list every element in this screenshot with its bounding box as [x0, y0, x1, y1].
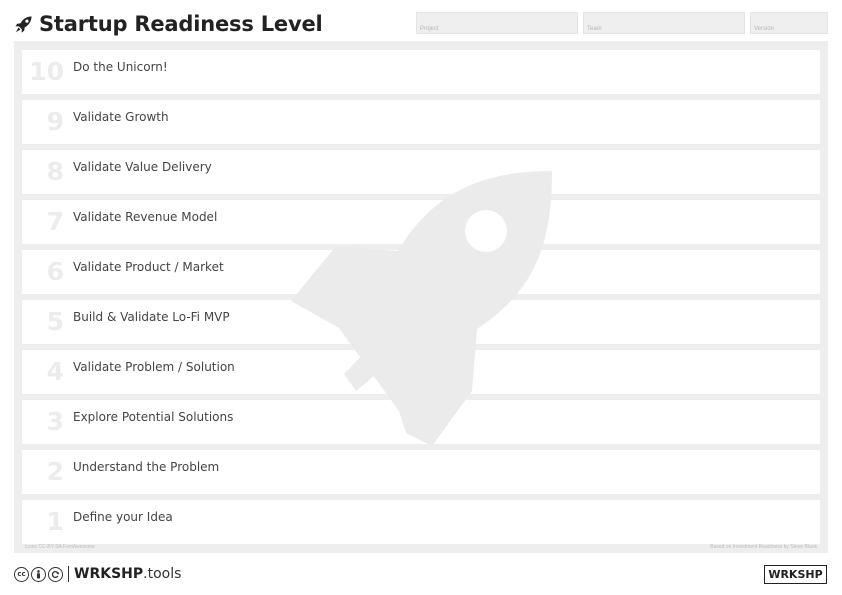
rocket-watermark-icon	[291, 171, 552, 446]
cc-icon: cc	[14, 566, 29, 582]
level-label: Explore Potential Solutions	[73, 410, 234, 424]
level-number: 10	[29, 57, 64, 86]
level-row[interactable]: 8 Validate Value Delivery	[22, 150, 820, 194]
brand-suffix: .tools	[143, 566, 182, 582]
level-number: 8	[46, 157, 64, 186]
level-label: Do the Unicorn!	[73, 60, 168, 74]
brand-name: WRKSHP	[74, 566, 144, 582]
level-label: Validate Growth	[73, 110, 169, 124]
level-row[interactable]: 9 Validate Growth	[22, 100, 820, 144]
rocket-icon	[15, 15, 32, 33]
level-number: 9	[46, 107, 64, 136]
level-label: Validate Revenue Model	[73, 210, 218, 224]
team-field-label: Team	[587, 26, 602, 32]
level-number: 6	[46, 257, 64, 286]
team-field[interactable]: Team	[583, 12, 745, 34]
version-field-label: Version	[754, 26, 775, 32]
version-field[interactable]: Version	[750, 12, 828, 34]
footer-divider	[68, 566, 69, 582]
level-label: Build & Validate Lo-Fi MVP	[73, 310, 230, 324]
level-number: 2	[46, 457, 64, 486]
brand-badge: WRKSHP	[764, 565, 827, 584]
page-title: Startup Readiness Level	[39, 12, 323, 36]
project-field-label: Project	[420, 26, 439, 32]
license-brand: cc WRKSHP.tools	[14, 565, 181, 583]
icons-credit: Icons CC-BY-SA FontAwesome	[25, 544, 95, 550]
project-field[interactable]: Project	[416, 12, 578, 34]
level-number: 7	[46, 207, 64, 236]
level-row[interactable]: 1 Define your Idea	[22, 500, 820, 544]
level-label: Understand the Problem	[73, 460, 220, 474]
by-icon	[31, 566, 46, 582]
level-number: 3	[46, 407, 64, 436]
level-row[interactable]: 10 Do the Unicorn!	[22, 50, 820, 94]
level-label: Define your Idea	[73, 510, 173, 524]
level-label: Validate Product / Market	[73, 260, 224, 274]
source-credit: Based on Investment Readiness by Steve B…	[710, 544, 817, 550]
level-label: Validate Value Delivery	[73, 160, 212, 174]
sa-icon	[48, 566, 63, 582]
level-number: 1	[46, 507, 64, 536]
level-label: Validate Problem / Solution	[73, 360, 235, 374]
level-number: 5	[46, 307, 64, 336]
level-row[interactable]: 2 Understand the Problem	[22, 450, 820, 494]
level-number: 4	[46, 357, 64, 386]
header: Startup Readiness Level	[14, 10, 323, 38]
